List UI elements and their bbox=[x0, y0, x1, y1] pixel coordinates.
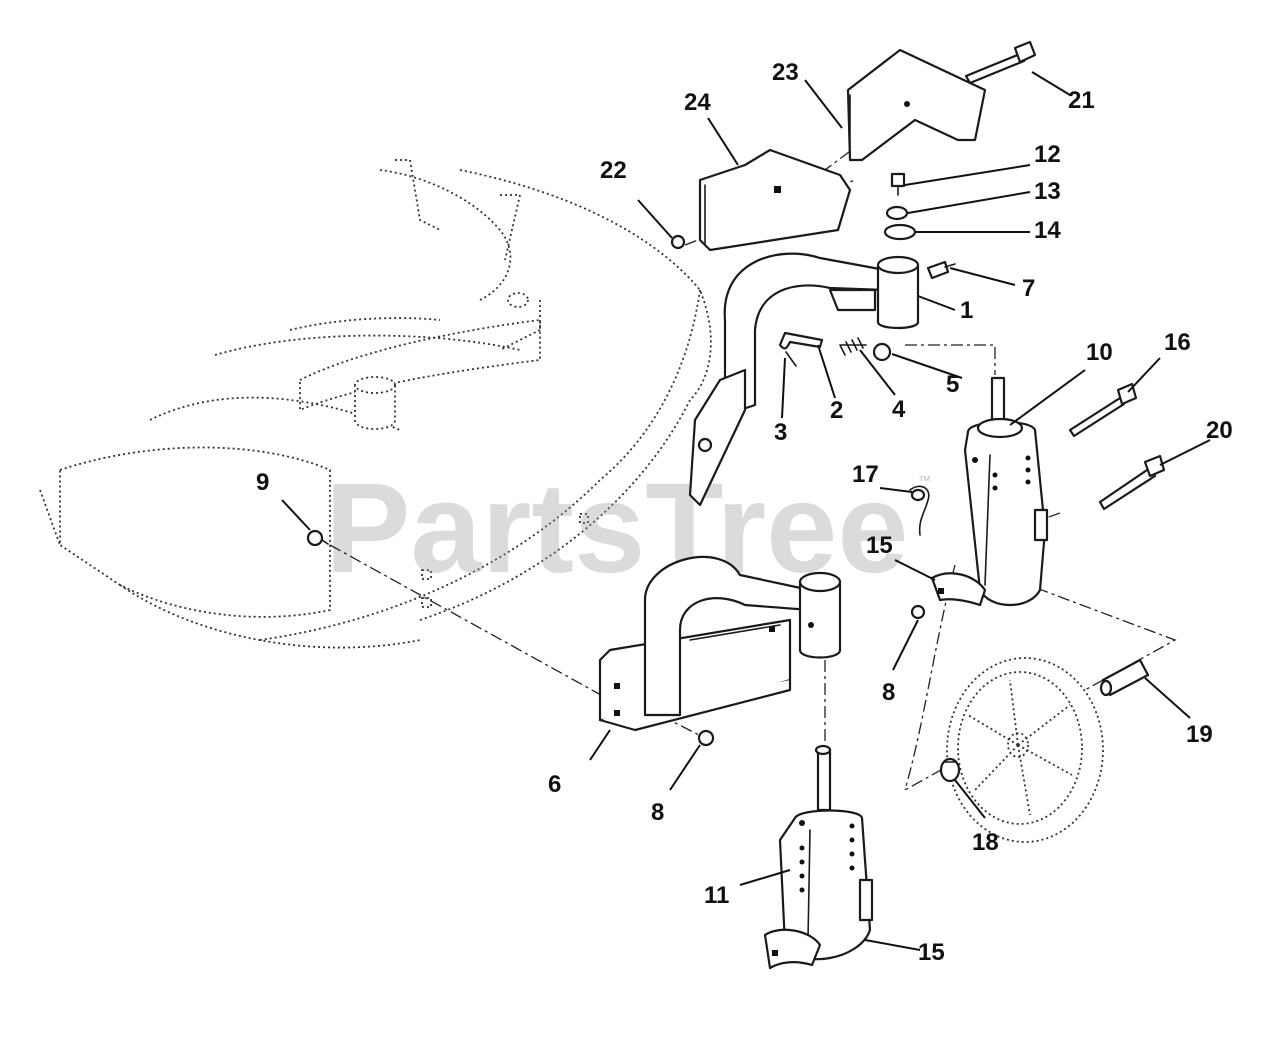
callout-11: 11 bbox=[704, 882, 729, 909]
part-11-wheel-yoke bbox=[778, 744, 874, 961]
part-8-nut-lower bbox=[697, 729, 715, 747]
callout-23: 23 bbox=[772, 59, 799, 86]
part-21-bolt bbox=[964, 40, 1037, 85]
mower-deck bbox=[39, 159, 712, 649]
callout-14: 14 bbox=[1034, 217, 1061, 244]
callout-3: 3 bbox=[774, 419, 787, 446]
wheel bbox=[946, 657, 1104, 843]
part-15-lower-hook bbox=[763, 928, 822, 970]
part-20-bolt bbox=[1098, 454, 1166, 511]
part-19-axle bbox=[1099, 658, 1150, 697]
part-1-wheel-arm bbox=[688, 252, 920, 507]
part-17-hairpin-loop bbox=[910, 488, 926, 502]
callout-8-lower: 8 bbox=[651, 799, 664, 826]
callout-7: 7 bbox=[1022, 275, 1035, 302]
callout-12: 12 bbox=[1034, 141, 1061, 168]
part-4-spring bbox=[839, 337, 867, 356]
part-12-bolt bbox=[890, 172, 906, 196]
callout-4: 4 bbox=[892, 396, 906, 423]
part-22-nut bbox=[670, 234, 686, 250]
part-15-upper-hook bbox=[930, 572, 987, 607]
callout-1: 1 bbox=[960, 297, 973, 324]
callout-6: 6 bbox=[548, 771, 561, 798]
part-13-lockwasher bbox=[885, 205, 909, 221]
leader-lines bbox=[281, 71, 1211, 951]
part-14-washer bbox=[883, 223, 917, 241]
part-18-bushing bbox=[939, 757, 961, 783]
part-10-wheel-yoke bbox=[963, 376, 1049, 607]
callout-9: 9 bbox=[256, 469, 269, 496]
callout-22: 22 bbox=[600, 157, 627, 184]
part-2-lpin bbox=[778, 331, 824, 350]
callout-5: 5 bbox=[946, 371, 959, 398]
part-3-clip bbox=[785, 351, 797, 367]
callout-2: 2 bbox=[830, 397, 843, 424]
part-16-pin bbox=[1068, 382, 1138, 438]
callout-8-upper: 8 bbox=[882, 679, 895, 706]
callout-20: 20 bbox=[1206, 417, 1233, 444]
callouts: 1 2 3 4 5 6 7 8 8 9 10 11 12 13 14 15 15… bbox=[256, 59, 1233, 966]
callout-15-upper: 15 bbox=[866, 532, 893, 559]
callout-24: 24 bbox=[684, 89, 711, 116]
callout-21: 21 bbox=[1068, 87, 1095, 114]
callout-15-lower: 15 bbox=[918, 939, 945, 966]
part-6-lower-wheel-arm bbox=[598, 555, 842, 732]
callout-16: 16 bbox=[1164, 329, 1191, 356]
part-8-nut-upper bbox=[910, 604, 926, 620]
part-23-bracket bbox=[846, 48, 987, 162]
callout-17: 17 bbox=[852, 461, 879, 488]
part-5-washer bbox=[872, 342, 892, 362]
part-9-bolt bbox=[306, 529, 329, 547]
callout-18: 18 bbox=[972, 829, 999, 856]
callout-10: 10 bbox=[1086, 339, 1113, 366]
part-17-hairpin bbox=[909, 485, 930, 536]
callout-19: 19 bbox=[1186, 721, 1213, 748]
part-7-bolt bbox=[926, 260, 956, 280]
watermark-trademark: ™ bbox=[918, 473, 931, 488]
callout-13: 13 bbox=[1034, 178, 1061, 205]
part-24-deflector bbox=[698, 148, 852, 252]
